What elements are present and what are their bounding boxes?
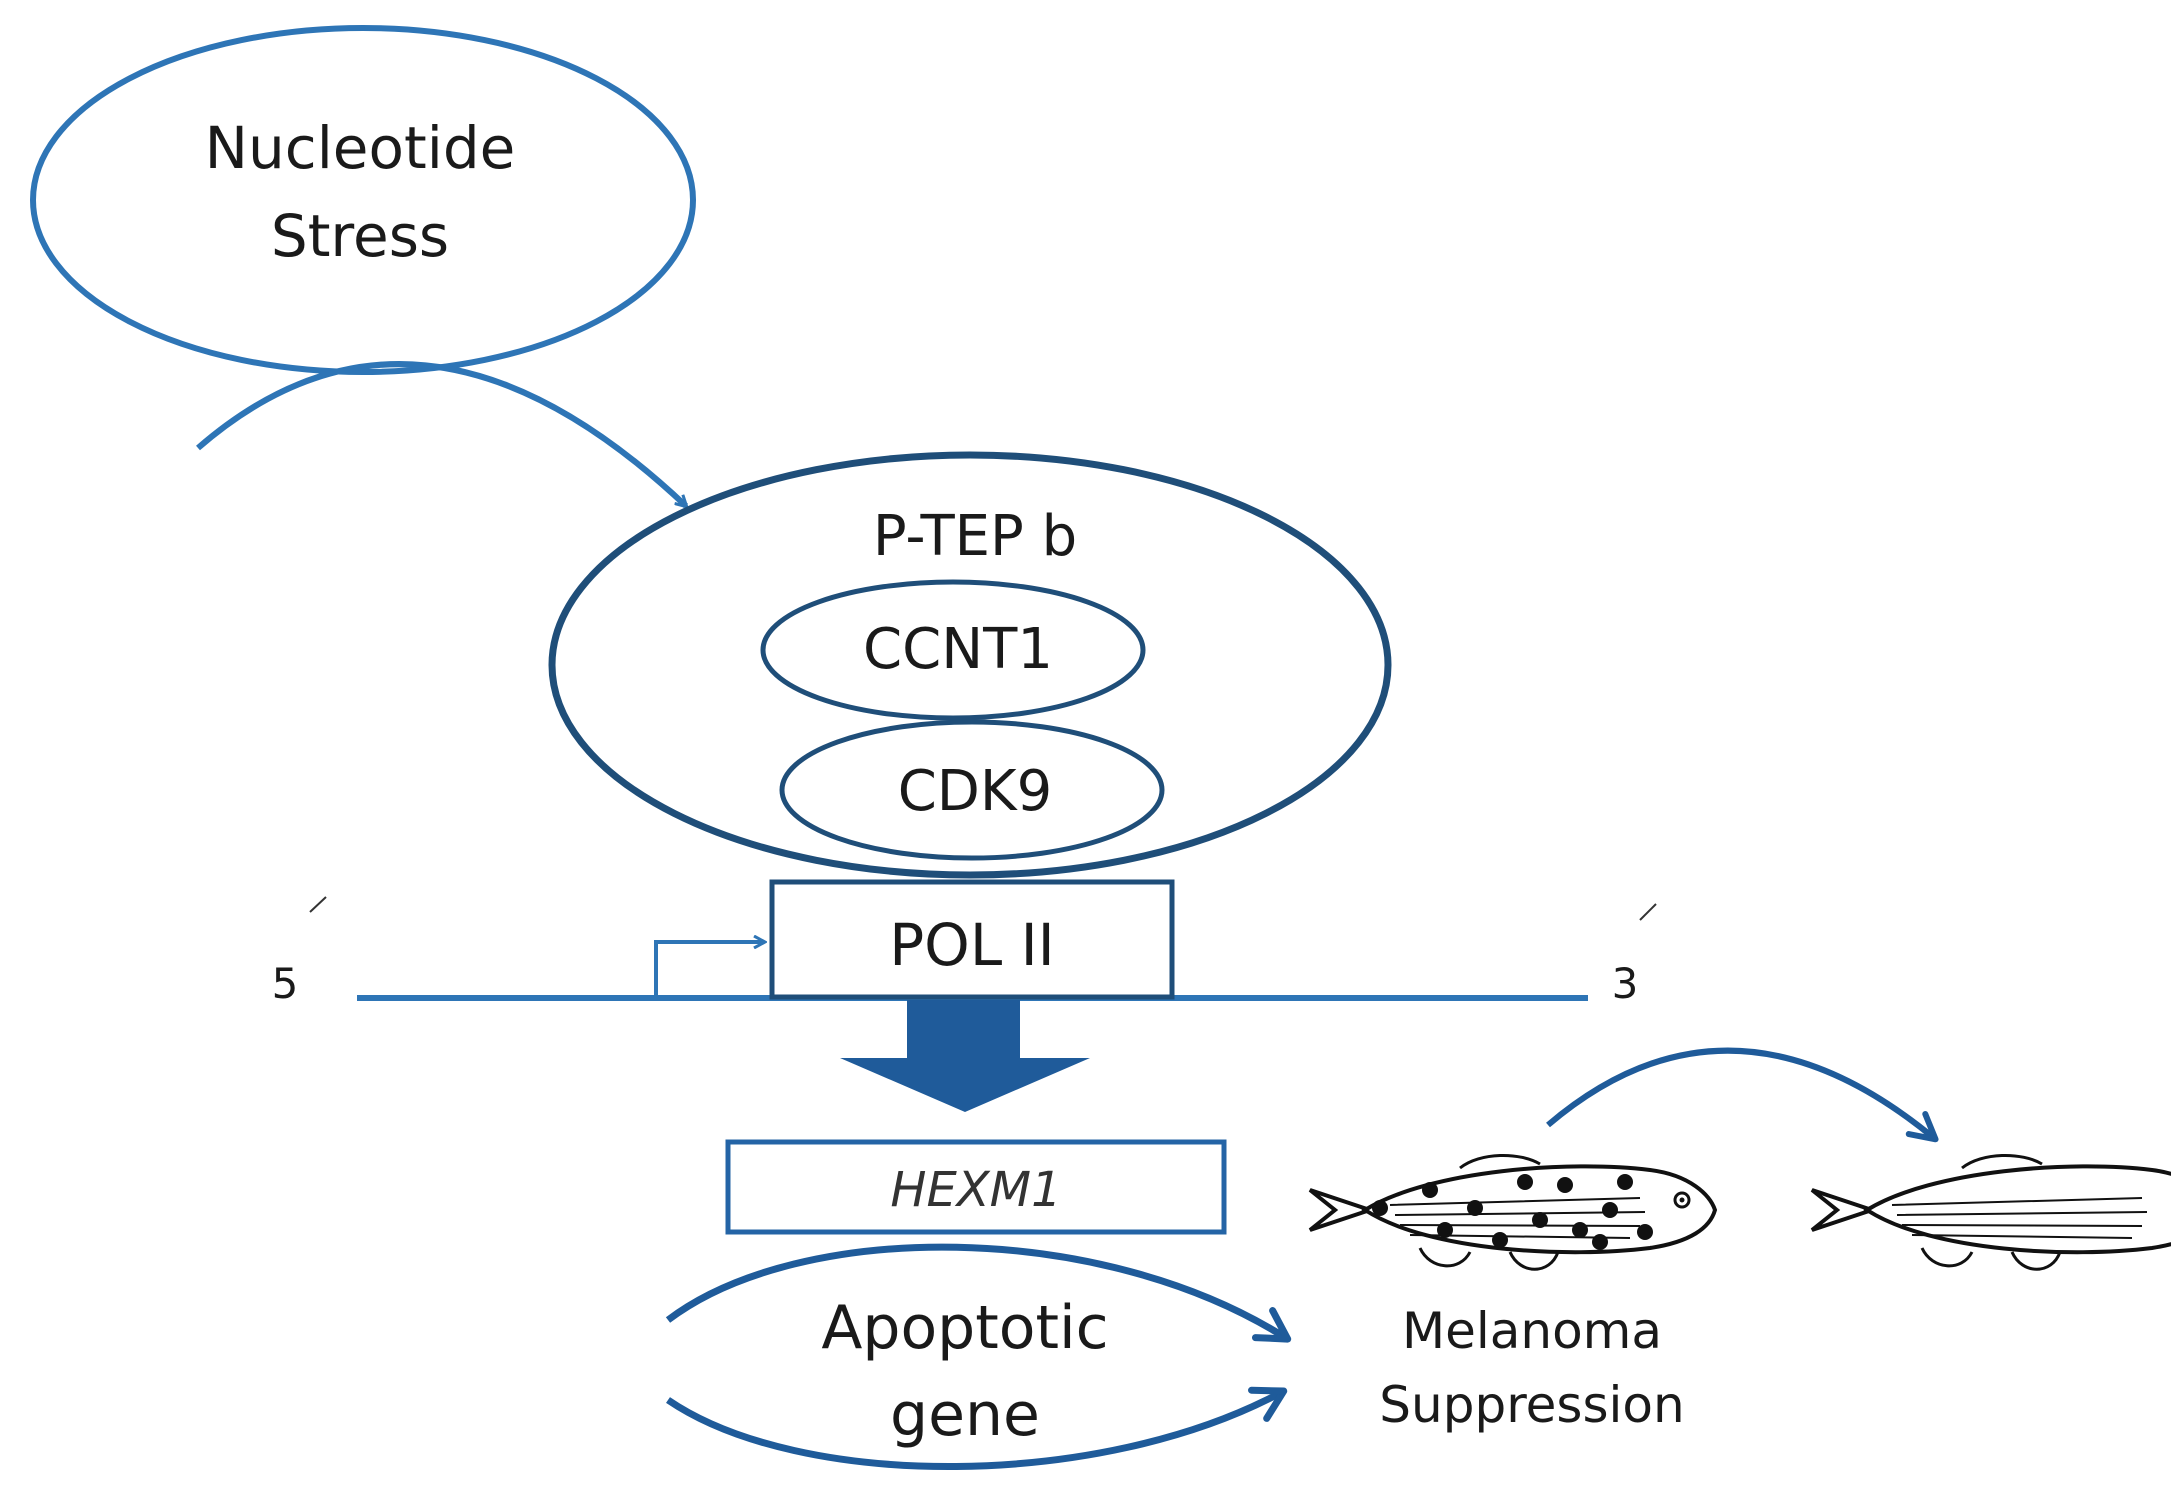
cdk9-node [779,719,1165,861]
apoptotic-upper-arrow [665,1243,1292,1343]
melanoma-suppression-label: Melanoma Suppression [1379,1302,1684,1434]
expression-block-arrow [840,1000,1090,1112]
cdk9-label: CDK9 [898,759,1053,824]
ccnt1-node [760,579,1146,721]
ptefb-complex: P-TEP b CCNT1 CDK9 [548,451,1392,879]
apoptotic-gene-node: Apoptotic gene [665,1243,1292,1470]
transcription-start-arrow [654,942,764,998]
five-prime-label: 5 [272,959,299,1008]
stress-to-ptefb-arrow [196,361,686,506]
ptefb-label: P-TEP b [873,504,1077,569]
nucleotide-stress-node: Nucleotide Stress [30,25,696,375]
apoptotic-lower-arrow [666,1386,1288,1470]
apoptotic-label-line1: Apoptotic [821,1293,1108,1363]
nucleotide-stress-label-line1: Nucleotide [205,114,516,182]
zebrafish-with-melanoma-icon [1308,1154,1718,1271]
three-prime-label: 3 [1612,959,1639,1008]
nucleotide-stress-label-line2: Stress [271,202,449,270]
melanoma-label-line2: Suppression [1379,1376,1684,1434]
pol-ii-label: POL II [889,911,1055,979]
hexm1-node: HEXM1 [725,1139,1227,1235]
apoptotic-label-line2: gene [890,1380,1040,1450]
pol-ii-node: POL II [769,879,1175,1000]
fish-transition-arrow [1546,1047,1939,1143]
ccnt1-label: CCNT1 [863,617,1053,682]
hexm1-label: HEXM1 [890,1162,1061,1218]
melanoma-label-line1: Melanoma [1402,1302,1662,1360]
healthy-zebrafish-icon [1810,1154,2171,1271]
